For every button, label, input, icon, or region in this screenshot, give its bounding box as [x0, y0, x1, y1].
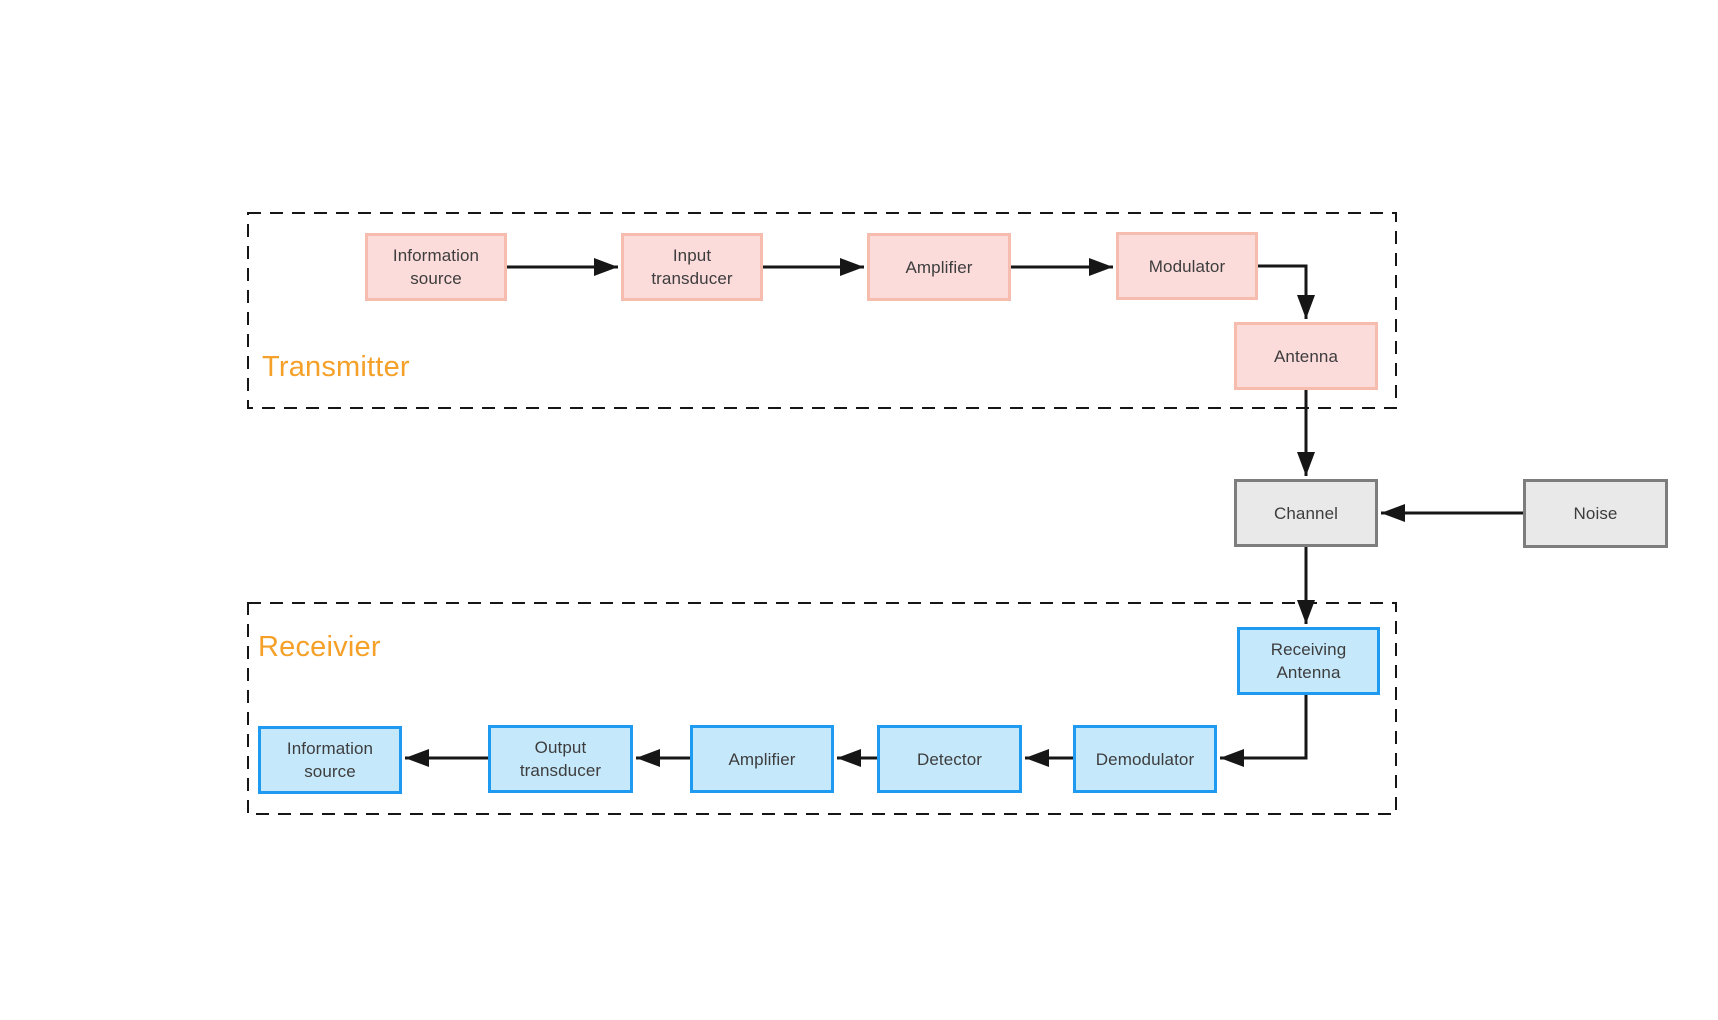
node-rx-detector: Detector: [877, 725, 1022, 793]
node-rx-receiving-antenna: Receiving Antenna: [1237, 627, 1380, 695]
node-rx-amplifier: Amplifier: [690, 725, 834, 793]
arrow-modulator-to-antenna: [1258, 264, 1315, 319]
node-tx-modulator: Modulator: [1116, 232, 1258, 300]
node-channel: Channel: [1234, 479, 1378, 547]
node-tx-input-transducer: Input transducer: [621, 233, 763, 301]
node-tx-antenna: Antenna: [1234, 322, 1378, 390]
transmitter-label: Transmitter: [262, 351, 410, 383]
node-tx-amplifier: Amplifier: [867, 233, 1011, 301]
node-noise: Noise: [1523, 479, 1668, 548]
node-tx-information-source: Information source: [365, 233, 507, 301]
node-rx-information-source: Information source: [258, 726, 402, 794]
receiver-label: Receivier: [258, 631, 381, 663]
arrow-receiving-antenna-to-demodulator: [1220, 695, 1308, 767]
node-rx-demodulator: Demodulator: [1073, 725, 1217, 793]
node-rx-output-transducer: Output transducer: [488, 725, 633, 793]
